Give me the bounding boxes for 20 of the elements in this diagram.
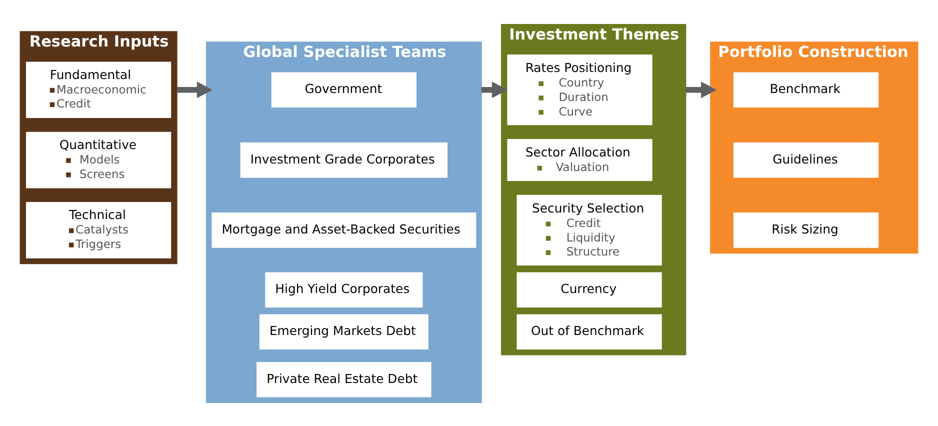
node-box: Benchmark <box>733 72 879 108</box>
node-box: Government <box>271 72 416 108</box>
node-box: Fundamental Macroeconomic Credit <box>26 61 172 118</box>
arrow <box>176 81 213 98</box>
arrow <box>481 81 508 98</box>
node-box: High Yield Corporates <box>265 272 423 308</box>
node-box: Technical Catalysts Triggers <box>26 202 172 258</box>
node-box: Risk Sizing <box>733 212 879 248</box>
node-box: Private Real Estate Debt <box>256 361 432 397</box>
node-box: Investment Grade Corporates <box>240 142 448 178</box>
node-box: Security Selection Credit Liquidity Structure <box>516 194 662 266</box>
node-box: Emerging Markets Debt <box>259 314 428 350</box>
arrow <box>686 81 717 98</box>
node-box: Mortgage and Asset-Backed Securities <box>212 212 476 248</box>
node-box: Quantitative Models Screens <box>26 131 172 188</box>
node-box: Out of Benchmark <box>516 314 662 350</box>
node-box: Rates Positioning Country Duration Curve <box>507 54 652 125</box>
node-box: Currency <box>516 272 662 308</box>
node-box: Sector Allocation Valuation <box>507 138 652 181</box>
node-box: Guidelines <box>733 142 879 178</box>
